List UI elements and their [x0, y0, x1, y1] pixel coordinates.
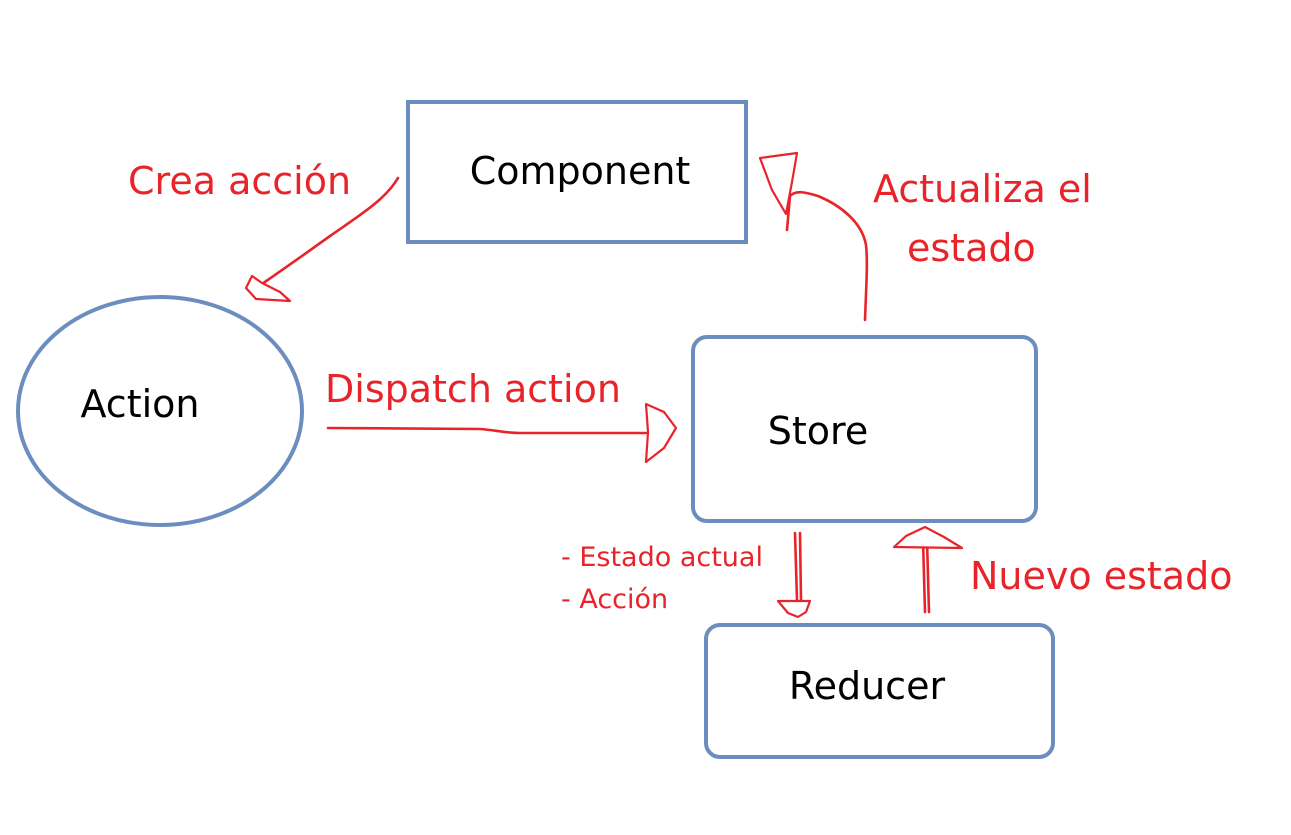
action-label: Action — [80, 382, 199, 426]
edge-store-to-reducer-label-line1: - Estado actual — [561, 542, 763, 573]
edge-component-to-action-line — [260, 176, 400, 286]
component-label: Component — [470, 149, 691, 193]
edge-reducer-to-store: Nuevo estado — [892, 525, 1232, 614]
node-reducer: Reducer — [704, 623, 1055, 759]
component-box — [406, 100, 748, 244]
edge-component-to-action: Crea acción — [128, 159, 400, 303]
store-box — [691, 335, 1038, 523]
edge-store-to-component-arrowhead — [758, 151, 799, 216]
edge-store-to-reducer-arrowhead — [776, 599, 812, 619]
edge-reducer-to-store-line — [921, 538, 931, 614]
node-component: Component — [406, 100, 748, 244]
edge-store-to-reducer-label-line2: - Acción — [561, 584, 668, 615]
store-label: Store — [768, 409, 868, 453]
edge-component-to-action-arrowhead — [244, 274, 292, 303]
edge-action-to-store-label: Dispatch action — [325, 367, 621, 411]
edge-action-to-store-line — [326, 426, 650, 435]
edge-store-to-component-label-line1: Actualiza el — [873, 167, 1092, 211]
edge-action-to-store-arrowhead — [644, 402, 678, 464]
action-ellipse — [16, 295, 304, 527]
edge-reducer-to-store-arrowhead — [892, 525, 964, 550]
reducer-box — [704, 623, 1055, 759]
edge-store-to-component: Actualiza el estado — [758, 151, 1092, 322]
edge-store-to-component-label-line2: estado — [907, 226, 1036, 270]
node-store: Store — [691, 335, 1038, 523]
edge-action-to-store: Dispatch action — [325, 367, 678, 464]
edge-component-to-action-label: Crea acción — [128, 159, 351, 203]
edge-store-to-reducer: - Estado actual - Acción — [561, 531, 812, 619]
edge-store-to-reducer-line — [793, 531, 803, 602]
node-action: Action — [16, 295, 304, 527]
edge-store-to-component-line — [785, 190, 869, 322]
edge-reducer-to-store-label: Nuevo estado — [970, 554, 1232, 598]
reducer-label: Reducer — [789, 664, 946, 708]
